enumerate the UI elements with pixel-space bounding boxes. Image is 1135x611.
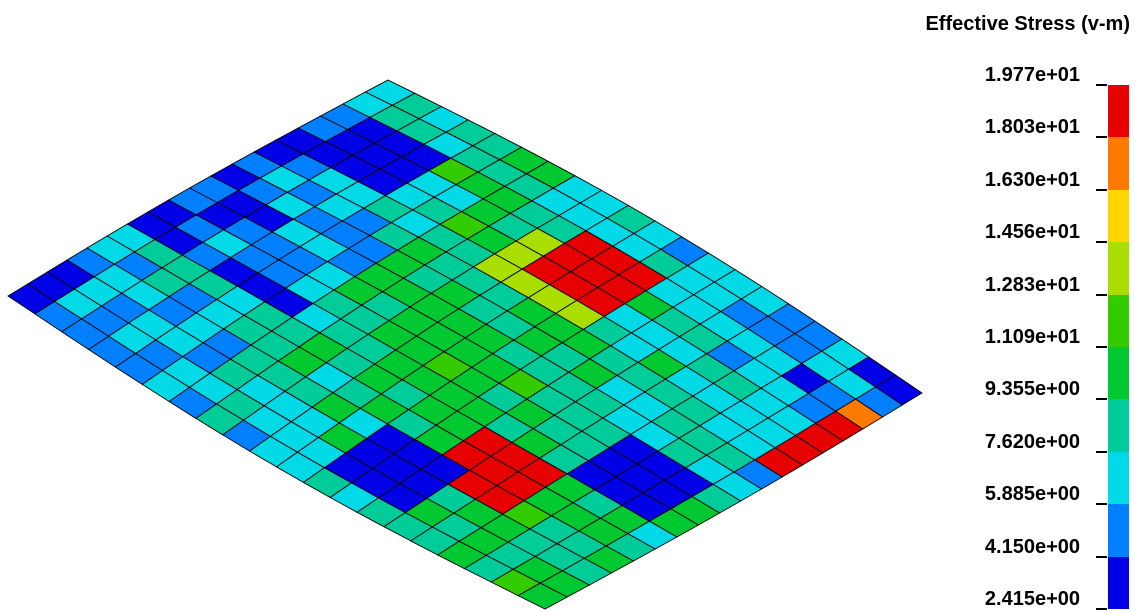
legend-tick-mark: [1096, 450, 1107, 453]
legend-tick-mark: [1096, 293, 1107, 296]
legend-swatch: [1108, 137, 1129, 191]
legend-swatch: [1108, 556, 1129, 610]
legend-swatch: [1108, 399, 1129, 453]
legend-tick-mark: [1096, 608, 1107, 610]
legend-tick-label: 2.415e+00: [984, 588, 1080, 610]
legend-title: Effective Stress (v-m): [925, 13, 1130, 35]
legend-swatch: [1108, 451, 1129, 505]
legend-swatch: [1108, 189, 1129, 243]
legend-tick-label: 1.803e+01: [984, 116, 1080, 139]
legend-tick-mark: [1096, 555, 1107, 558]
legend-swatch: [1108, 242, 1129, 296]
legend-tick-label: 5.885e+00: [984, 483, 1080, 506]
mesh-element: [517, 582, 569, 610]
legend-tick-mark: [1096, 346, 1107, 348]
legend-swatch: [1108, 85, 1129, 138]
legend-tick-mark: [1096, 398, 1107, 401]
legend-swatch: [1108, 294, 1129, 348]
legend-tick-mark: [1096, 241, 1107, 244]
legend-tick-mark: [1096, 84, 1107, 86]
legend-tick-label: 1.456e+01: [984, 221, 1080, 244]
legend-tick-label: 4.150e+00: [984, 535, 1080, 558]
legend-tick-mark: [1096, 136, 1107, 139]
legend-tick-label: 1.283e+01: [984, 273, 1080, 296]
legend-tick-label: 1.630e+01: [984, 168, 1080, 191]
legend-tick-mark: [1096, 188, 1107, 191]
legend-tick-label: 7.620e+00: [984, 430, 1080, 453]
legend-tick-label: 1.109e+01: [984, 326, 1080, 348]
legend-tick-label: 9.355e+00: [984, 378, 1080, 401]
legend-swatch: [1108, 347, 1129, 400]
legend-tick-label: 1.977e+01: [984, 64, 1080, 86]
legend-swatch: [1108, 504, 1129, 558]
legend-tick-mark: [1096, 503, 1107, 506]
